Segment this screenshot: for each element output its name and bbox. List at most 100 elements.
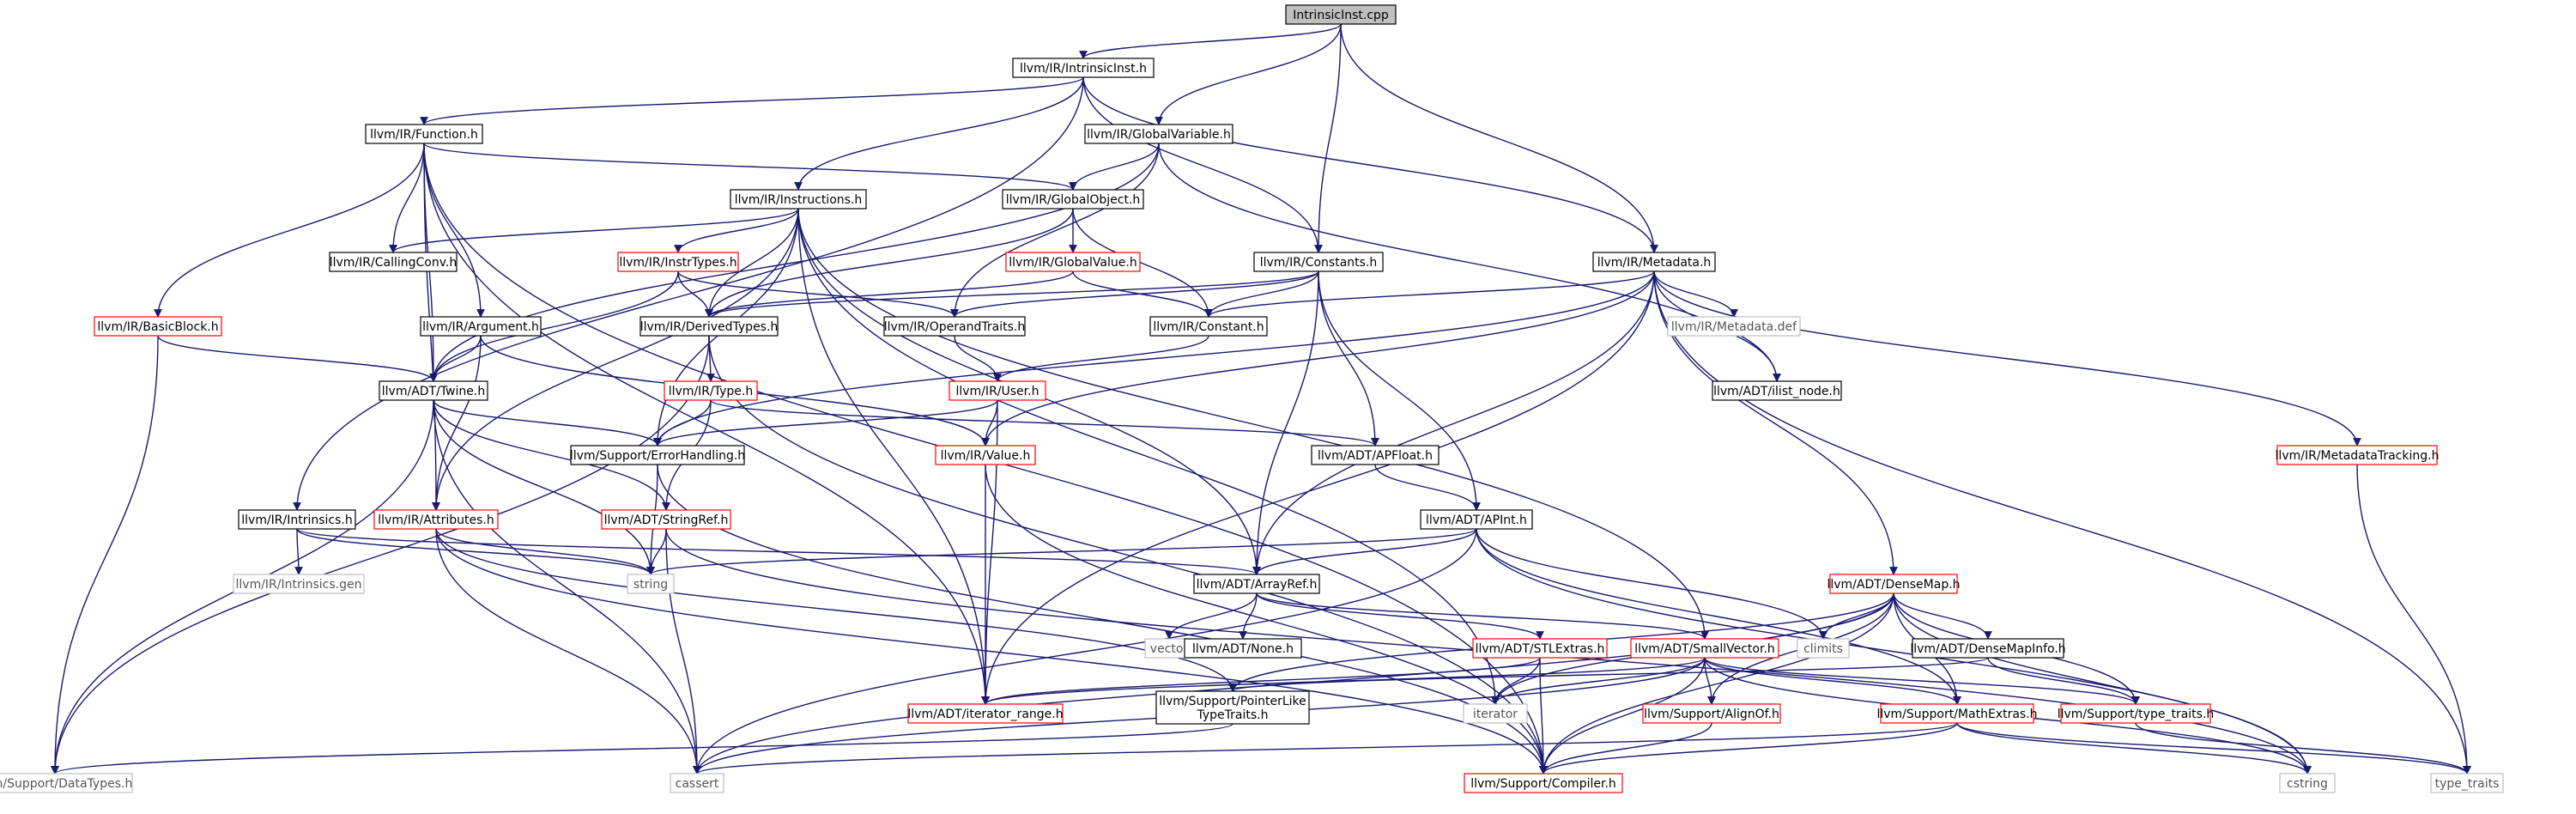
edge-intrinsicinst-cpp-to-llvm-ir-constants-h bbox=[1314, 23, 1342, 253]
node-box bbox=[907, 703, 1064, 724]
node-label: llvm/Support/MathExtras.h bbox=[1876, 708, 2037, 721]
node-box bbox=[1829, 574, 1958, 594]
node-box bbox=[1184, 638, 1302, 659]
node-label: IntrinsicInst.cpp bbox=[1293, 9, 1389, 22]
edge-llvm-adt-stlextras-h-to-llvm-adt-iterator-range-h bbox=[981, 657, 1541, 705]
node-llvm-adt-stlextras-h[interactable]: llvm/ADT/STLExtras.h bbox=[1472, 638, 1608, 659]
node-llvm-support-type-traits-h[interactable]: llvm/Support/type_traits.h bbox=[2058, 703, 2215, 724]
edge-llvm-ir-argument-h-to-llvm-ir-attributes-h bbox=[432, 335, 482, 511]
node-llvm-ir-argument-h[interactable]: llvm/IR/Argument.h bbox=[420, 316, 542, 337]
node-llvm-support-alignof-h[interactable]: llvm/Support/AlignOf.h bbox=[1642, 703, 1781, 724]
node-box bbox=[379, 380, 488, 401]
edge-llvm-ir-function-h-to-llvm-ir-argument-h bbox=[423, 143, 485, 318]
node-llvm-ir-globalvalue-h[interactable]: llvm/IR/GlobalValue.h bbox=[1005, 252, 1141, 272]
edge-llvm-ir-intrinsics-h-to-string bbox=[296, 528, 655, 575]
node-llvm-support-compiler-h[interactable]: llvm/Support/Compiler.h bbox=[1464, 773, 1623, 793]
node-box bbox=[639, 316, 779, 337]
node-box bbox=[238, 509, 356, 530]
node-label: llvm/IR/DerivedTypes.h bbox=[640, 320, 779, 334]
node-label: llvm/IR/Value.h bbox=[941, 449, 1031, 463]
node-label: llvm/ADT/StringRef.h bbox=[604, 513, 729, 527]
node-llvm-ir-intrinsics-h[interactable]: llvm/IR/Intrinsics.h bbox=[238, 509, 356, 530]
edge-llvm-ir-instructions-h-to-llvm-adt-smallvector-h bbox=[797, 208, 1709, 640]
edge-llvm-ir-basicblock-h-to-llvm-adt-twine-h bbox=[157, 335, 438, 382]
edge-llvm-ir-type-h-to-llvm-adt-apfloat-h bbox=[710, 399, 1379, 446]
node-label: llvm/IR/GlobalObject.h bbox=[1006, 193, 1141, 207]
node-llvm-ir-callingconv-h[interactable]: llvm/IR/CallingConv.h bbox=[329, 252, 458, 272]
node-llvm-ir-constants-h[interactable]: llvm/IR/Constants.h bbox=[1253, 252, 1384, 272]
node-llvm-support-mathextras-h[interactable]: llvm/Support/MathExtras.h bbox=[1876, 703, 2038, 724]
node-box bbox=[1463, 703, 1528, 724]
node-label: llvm/IR/MetadataTracking.h bbox=[2276, 449, 2440, 463]
node-llvm-adt-densemap-h[interactable]: llvm/ADT/DenseMap.h bbox=[1827, 574, 1961, 594]
node-cstring: cstring bbox=[2279, 773, 2336, 793]
node-label: llvm/IR/Intrinsics.h bbox=[241, 513, 353, 527]
node-llvm-adt-apint-h[interactable]: llvm/ADT/APInt.h bbox=[1420, 509, 1533, 530]
node-llvm-ir-constant-h[interactable]: llvm/IR/Constant.h bbox=[1149, 316, 1268, 337]
node-llvm-ir-globalobject-h[interactable]: llvm/IR/GlobalObject.h bbox=[1002, 189, 1144, 210]
node-llvm-adt-arrayref-h[interactable]: llvm/ADT/ArrayRef.h bbox=[1193, 574, 1320, 594]
node-llvm-ir-instructions-h[interactable]: llvm/IR/Instructions.h bbox=[730, 189, 867, 210]
edge-llvm-ir-globalvalue-h-to-llvm-ir-derivedtypes-h bbox=[705, 270, 1074, 318]
edge-llvm-adt-twine-h-to-string bbox=[433, 399, 655, 575]
node-box bbox=[1912, 638, 2064, 659]
edge-llvm-ir-derivedtypes-h-to-llvm-support-compiler-h bbox=[708, 335, 1548, 775]
edge-llvm-adt-arrayref-h-to-vector bbox=[1165, 592, 1258, 640]
node-layer: IntrinsicInst.cpp llvm/IR/IntrinsicInst.h… bbox=[0, 4, 2504, 793]
node-label: cstring bbox=[2287, 777, 2328, 791]
node-llvm-ir-derivedtypes-h[interactable]: llvm/IR/DerivedTypes.h bbox=[639, 316, 779, 337]
edge-llvm-adt-densemap-h-to-llvm-adt-densemapinfo-h bbox=[1893, 592, 1992, 640]
edge-llvm-support-mathextras-h-to-type-traits bbox=[1956, 722, 2471, 775]
node-llvm-ir-metadata-h[interactable]: llvm/IR/Metadata.h bbox=[1592, 252, 1716, 272]
node-llvm-ir-instrtypes-h[interactable]: llvm/IR/InstrTypes.h bbox=[617, 252, 739, 272]
node-llvm-adt-densemapinfo-h[interactable]: llvm/ADT/DenseMapInfo.h bbox=[1910, 638, 2066, 659]
node-box bbox=[627, 574, 675, 594]
edge-llvm-ir-attributes-h-to-cassert bbox=[435, 528, 701, 775]
node-llvm-adt-stringref-h[interactable]: llvm/ADT/StringRef.h bbox=[601, 509, 731, 530]
edge-llvm-ir-function-h-to-llvm-ir-callingconv-h bbox=[389, 143, 425, 253]
node-llvm-ir-operandtraits-h[interactable]: llvm/IR/OperandTraits.h bbox=[883, 316, 1026, 337]
node-intrinsicinst-cpp[interactable]: IntrinsicInst.cpp bbox=[1285, 4, 1397, 25]
node-llvm-adt-iterator-range-h[interactable]: llvm/ADT/iterator_range.h bbox=[907, 703, 1064, 724]
node-llvm-ir-user-h[interactable]: llvm/IR/User.h bbox=[949, 380, 1046, 401]
node-llvm-adt-apfloat-h[interactable]: llvm/ADT/APFloat.h bbox=[1311, 445, 1440, 465]
node-vector: vector bbox=[1144, 638, 1194, 659]
edge-llvm-adt-arrayref-h-to-llvm-adt-stlextras-h bbox=[1256, 592, 1544, 640]
node-label: llvm/Support/ErrorHandling.h bbox=[570, 449, 745, 463]
node-llvm-ir-function-h[interactable]: llvm/IR/Function.h bbox=[365, 124, 483, 144]
edge-llvm-support-mathextras-h-to-llvm-support-compiler-h bbox=[1539, 722, 1958, 775]
node-llvm-ir-intrinsics-gen: llvm/IR/Intrinsics.gen bbox=[233, 574, 365, 594]
node-label: llvm/ADT/DenseMap.h bbox=[1827, 578, 1960, 592]
edge-llvm-support-mathextras-h-to-cstring bbox=[1956, 722, 2312, 775]
node-llvm-adt-ilist-node-h[interactable]: llvm/ADT/ilist_node.h bbox=[1712, 380, 1842, 401]
edge-llvm-adt-smallvector-h-to-llvm-support-alignof-h bbox=[1704, 657, 1716, 705]
node-label: llvm/IR/Argument.h bbox=[422, 320, 539, 334]
node-llvm-ir-metadatatracking-h[interactable]: llvm/IR/MetadataTracking.h bbox=[2276, 445, 2440, 465]
node-cassert: cassert bbox=[670, 773, 724, 793]
node-llvm-ir-attributes-h[interactable]: llvm/IR/Attributes.h bbox=[373, 509, 499, 530]
edge-llvm-ir-metadatatracking-h-to-type-traits bbox=[2356, 464, 2471, 775]
node-label: llvm/IR/GlobalVariable.h bbox=[1087, 128, 1231, 142]
node-llvm-ir-basicblock-h[interactable]: llvm/IR/BasicBlock.h bbox=[94, 316, 222, 337]
edge-llvm-ir-derivedtypes-h-to-llvm-support-datatypes-h bbox=[51, 335, 710, 775]
node-llvm-ir-intrinsicinst-h[interactable]: llvm/IR/IntrinsicInst.h bbox=[1012, 58, 1155, 78]
node-llvm-adt-smallvector-h[interactable]: llvm/ADT/SmallVector.h bbox=[1630, 638, 1779, 659]
edge-llvm-ir-constants-h-to-llvm-adt-apint-h bbox=[1318, 270, 1481, 511]
node-label: climits bbox=[1803, 642, 1843, 656]
node-box bbox=[329, 252, 458, 272]
node-label: llvm/Support/Compiler.h bbox=[1470, 777, 1616, 791]
node-llvm-adt-none-h[interactable]: llvm/ADT/None.h bbox=[1184, 638, 1302, 659]
edge-llvm-ir-metadata-h-to-llvm-ir-constant-h bbox=[1204, 270, 1655, 318]
node-label: llvm/Support/DataTypes.h bbox=[0, 777, 132, 791]
edge-llvm-ir-instructions-h-to-llvm-ir-instrtypes-h bbox=[674, 208, 799, 253]
node-llvm-ir-type-h[interactable]: llvm/IR/Type.h bbox=[664, 380, 758, 401]
node-llvm-ir-globalvariable-h[interactable]: llvm/IR/GlobalVariable.h bbox=[1084, 124, 1233, 144]
edge-llvm-adt-twine-h-to-llvm-adt-stringref-h bbox=[433, 399, 670, 511]
edge-llvm-ir-instructions-h-to-llvm-ir-derivedtypes-h bbox=[705, 208, 799, 318]
edge-llvm-ir-instrtypes-h-to-llvm-ir-operandtraits-h bbox=[677, 270, 959, 318]
node-llvm-adt-twine-h[interactable]: llvm/ADT/Twine.h bbox=[379, 380, 488, 401]
node-label: llvm/ADT/DenseMapInfo.h bbox=[1910, 642, 2065, 656]
node-llvm-ir-value-h[interactable]: llvm/IR/Value.h bbox=[935, 445, 1036, 465]
node-llvm-support-errorhandling-h[interactable]: llvm/Support/ErrorHandling.h bbox=[570, 445, 745, 465]
